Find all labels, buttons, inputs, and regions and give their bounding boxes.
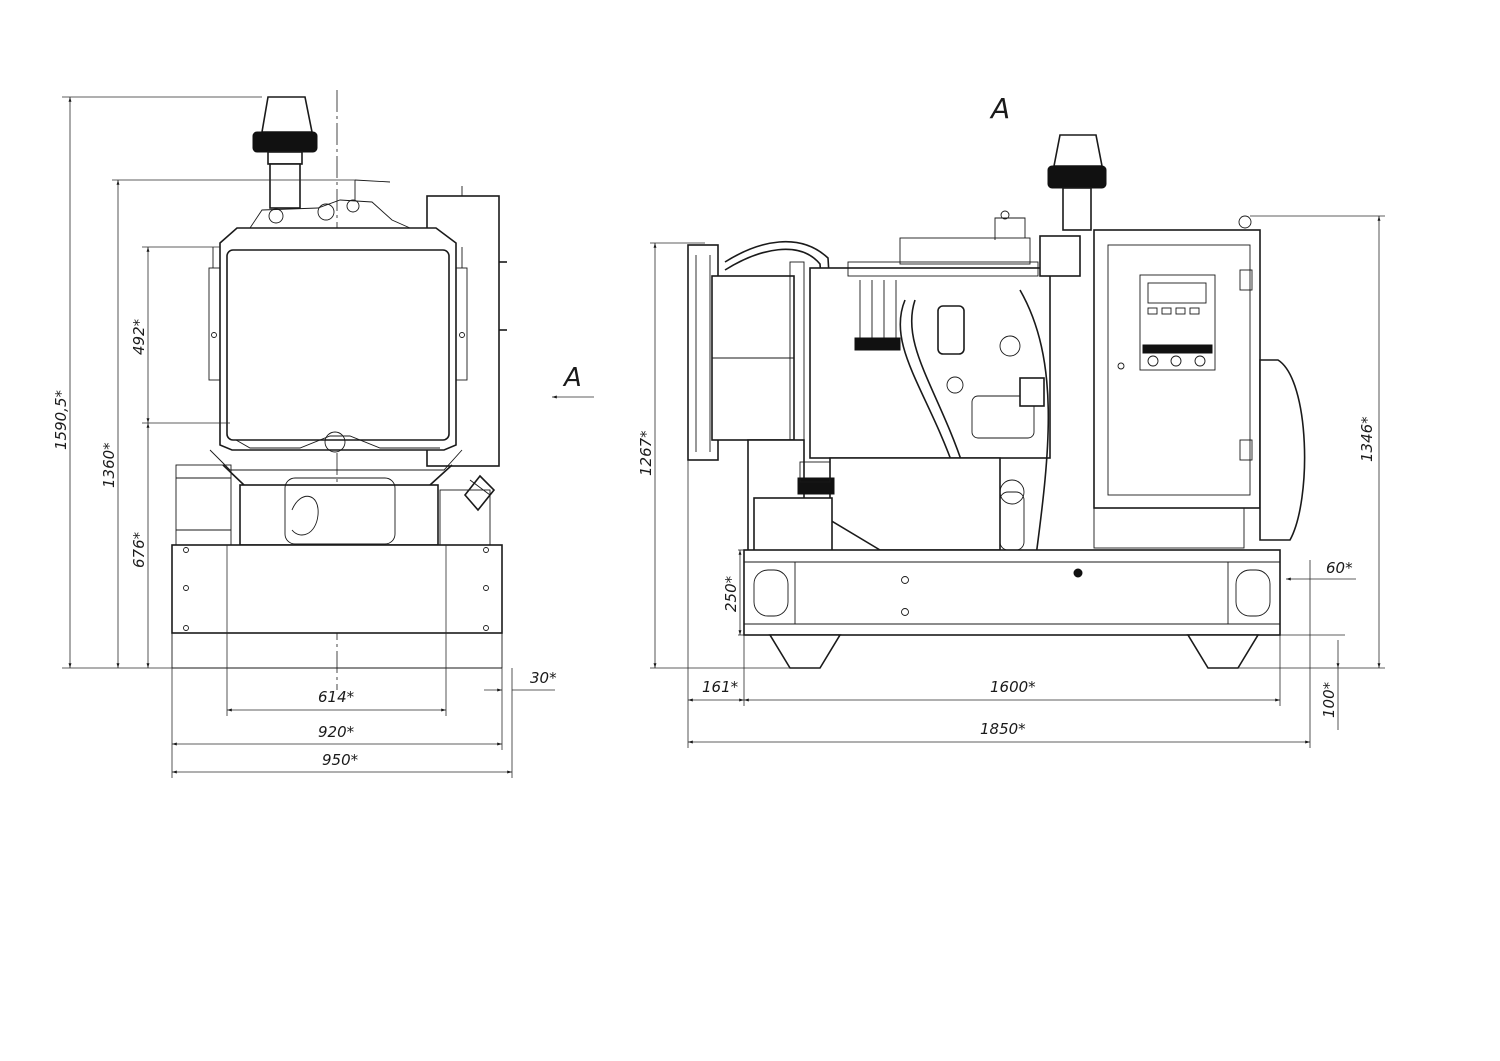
dim-width-950: 950*: [322, 751, 359, 769]
side-view-label: A: [989, 92, 1010, 125]
dim-length-1850: 1850*: [980, 720, 1026, 738]
side-base-frame: [743, 549, 1281, 636]
dim-height-100: 100*: [1320, 681, 1338, 718]
side-air-filter: [1047, 134, 1107, 231]
front-view: 1590,5* 1360* 492* 676* 614* 920* 950* 3…: [52, 90, 594, 778]
dim-height-676: 676*: [130, 531, 148, 568]
dim-height-1267: 1267*: [637, 430, 655, 476]
radiator-frame: [219, 227, 457, 451]
air-filter: [252, 96, 318, 209]
dim-height-1346: 1346*: [1358, 416, 1376, 462]
dim-total-height: 1590,5*: [52, 390, 70, 450]
dim-width-920: 920*: [318, 723, 355, 741]
dim-length-161: 161*: [702, 678, 739, 696]
engine-block: [809, 267, 1051, 459]
dim-height-1360: 1360*: [100, 442, 118, 488]
dim-length-1600: 1600*: [990, 678, 1036, 696]
dim-width-614: 614*: [318, 688, 355, 706]
dim-height-492: 492*: [130, 318, 148, 355]
dim-offset-30: 30*: [530, 669, 557, 687]
dim-offset-60: 60*: [1326, 559, 1353, 577]
radiator-core: [226, 249, 450, 441]
base-frame: [171, 544, 503, 634]
side-view: A: [637, 92, 1385, 748]
control-panel: [1139, 274, 1216, 371]
view-arrow-label: A: [562, 363, 582, 393]
dim-height-250: 250*: [722, 575, 740, 612]
control-cabinet: [1093, 229, 1261, 509]
